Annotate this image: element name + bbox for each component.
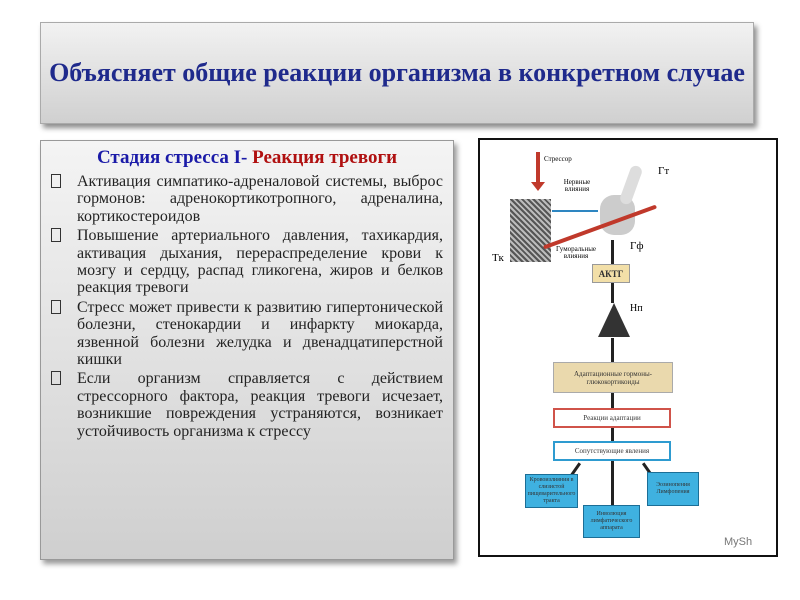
- list-item: Стресс может привести к развитию гиперто…: [51, 299, 443, 369]
- outcome-bleeding-box: Кровоизлияния в слизистой пищеварительно…: [525, 474, 578, 508]
- gt-label: Гт: [658, 165, 670, 177]
- bullet-list: Активация симпатико-адреналовой системы,…: [51, 173, 443, 440]
- bullet-text: Активация симпатико-адреналовой системы,…: [77, 173, 443, 225]
- stage-name: Реакция тревоги: [252, 147, 398, 168]
- arrow-head-icon: [531, 182, 545, 191]
- tissue-image: [510, 199, 551, 262]
- stressor-arrow: [536, 152, 540, 184]
- outcome-lymph-box: Инволюция лимфатического аппарата: [583, 505, 640, 538]
- stage-heading: Стадия стресса I- Реакция тревоги: [51, 147, 443, 169]
- list-item: Активация симпатико-адреналовой системы,…: [51, 173, 443, 225]
- slide-title: Объясняет общие реакции организма в конк…: [49, 58, 745, 87]
- nervous-label: Нервные влияния: [563, 178, 591, 193]
- arrow: [611, 283, 614, 303]
- content-box: Стадия стресса I- Реакция тревоги Актива…: [40, 140, 454, 560]
- bullet-icon: [51, 371, 61, 386]
- side-effects-box: Сопутствующие явления: [553, 441, 671, 461]
- stress-diagram: Стрессор Тк Нервные влияния Гт Гф Гумора…: [478, 138, 778, 557]
- title-box: Объясняет общие реакции организма в конк…: [40, 22, 754, 124]
- outcome-eosinopenia-box: Эозинопения Лимфопения: [647, 472, 699, 506]
- bullet-text: Если организм справляется с действием ст…: [77, 370, 443, 440]
- gf-label: Гф: [630, 240, 644, 252]
- humoral-label: Гуморальные влияния: [556, 245, 597, 260]
- bullet-icon: [51, 174, 61, 188]
- hormones-box: Адаптационные гормоны-глюкокортикоиды: [553, 362, 673, 393]
- list-item: Повышение артериального давления, тахика…: [51, 227, 443, 297]
- arrow: [611, 393, 614, 408]
- np-label: Нп: [630, 303, 643, 314]
- actg-box: АКТГ: [592, 264, 630, 283]
- arrow: [611, 338, 614, 362]
- stage-prefix: Стадия стресса I-: [96, 147, 248, 168]
- hypothalamus-image: [618, 164, 644, 206]
- bullet-icon: [51, 299, 61, 314]
- arrow: [611, 428, 614, 441]
- tk-label: Тк: [492, 252, 504, 264]
- stressor-label: Стрессор: [544, 155, 572, 163]
- bullet-icon: [51, 228, 61, 243]
- bullet-text: Повышение артериального давления, тахика…: [77, 227, 443, 297]
- adaptation-box: Реакции адаптации: [553, 408, 671, 428]
- watermark-logo: MySh: [724, 536, 753, 548]
- arrow: [611, 461, 614, 506]
- arrow: [611, 240, 614, 264]
- bullet-text: Стресс может привести к развитию гиперто…: [77, 298, 443, 369]
- nervous-arrow: [552, 210, 598, 212]
- list-item: Если организм справляется с действием ст…: [51, 370, 443, 440]
- adrenal-image: [598, 303, 630, 337]
